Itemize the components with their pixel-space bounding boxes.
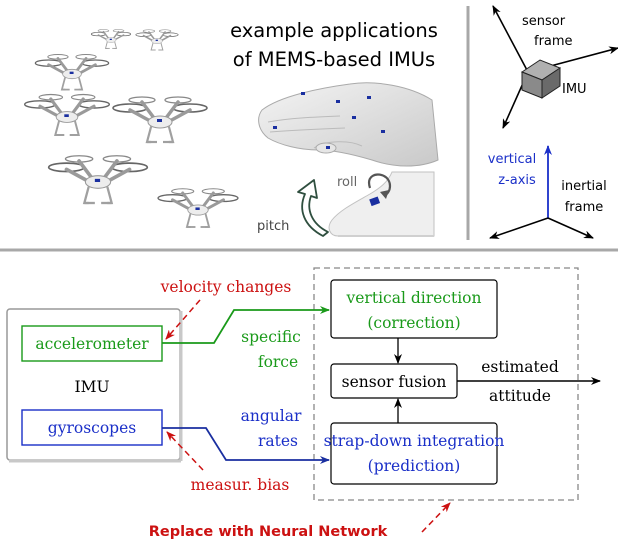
sensor-fusion-label: sensor fusion xyxy=(342,373,447,391)
vertical-direction-line-2: (correction) xyxy=(367,314,460,332)
strapdown-line-2: (prediction) xyxy=(368,457,461,475)
angular-rates-arrow xyxy=(162,427,330,464)
inertial-frame-line-1: inertial xyxy=(561,179,606,194)
processing-dashed-box xyxy=(313,267,579,501)
angular-rates-line-2: rates xyxy=(258,432,298,450)
vertical-direction-box xyxy=(330,279,498,339)
foot-icon xyxy=(328,171,435,237)
measur-bias-arrow xyxy=(166,431,204,471)
estimated-line-2: attitude xyxy=(489,387,551,405)
angular-rates-line-1: angular xyxy=(241,407,302,425)
vertical-direction-line-1: vertical direction xyxy=(346,289,482,307)
strapdown-box xyxy=(330,422,498,485)
inertial-frame-line-2: frame xyxy=(565,200,604,215)
title-line-1: example applications xyxy=(230,19,438,42)
imu-label: IMU xyxy=(74,378,109,396)
sensor-frame-line-2: frame xyxy=(534,34,573,49)
velocity-changes-arrow xyxy=(165,299,201,340)
replace-nn-arrow xyxy=(421,502,451,533)
specific-force-line-2: force xyxy=(258,353,298,371)
strapdown-line-1: strap-down integration xyxy=(324,432,505,450)
replace-nn-label: Replace with Neural Network xyxy=(149,524,388,540)
specific-force-arrow xyxy=(162,306,330,344)
sensor-frame-line-1: sensor xyxy=(522,14,566,29)
pitch-label: pitch xyxy=(257,219,289,234)
measur-bias-label: measur. bias xyxy=(191,476,290,494)
imu-box-icon xyxy=(520,59,562,99)
gyroscopes-label: gyroscopes xyxy=(48,419,136,437)
title-line-2: of MEMS-based IMUs xyxy=(233,48,435,71)
imu-small-label: IMU xyxy=(562,82,587,97)
drone-icon xyxy=(23,28,240,229)
accelerometer-label: accelerometer xyxy=(35,335,149,353)
vertical-axis-line-1: vertical xyxy=(488,152,536,167)
estimated-line-1: estimated xyxy=(481,358,559,376)
velocity-changes-label: velocity changes xyxy=(160,278,292,296)
hand-icon xyxy=(258,82,439,167)
specific-force-line-1: specific xyxy=(241,328,301,346)
pitch-arrow-icon xyxy=(297,179,329,237)
roll-arrow-icon xyxy=(368,173,392,199)
vertical-axis-line-2: z-axis xyxy=(498,173,536,188)
roll-label: roll xyxy=(337,175,357,190)
inertial-frame-axes xyxy=(489,145,594,239)
